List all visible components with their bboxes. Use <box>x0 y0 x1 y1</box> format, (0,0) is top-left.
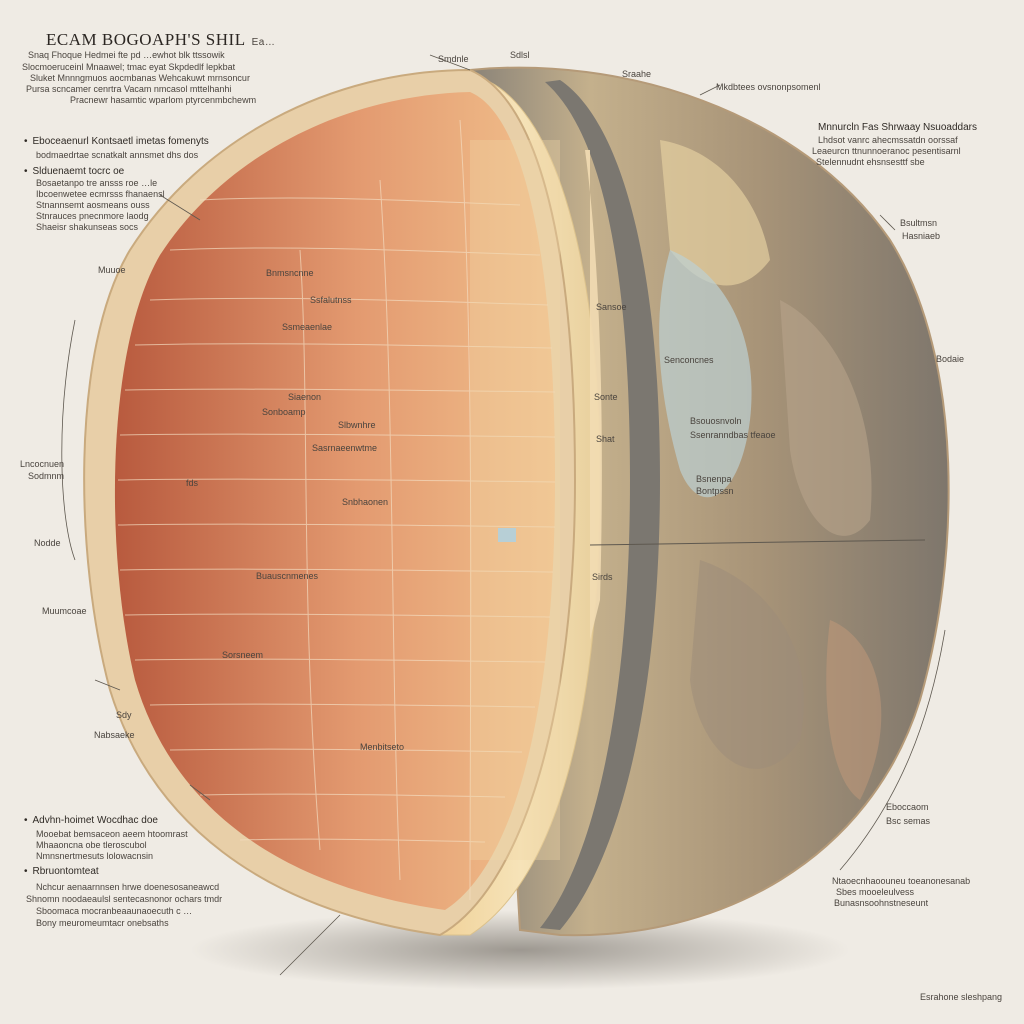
callout-label: Slbwnhre <box>338 420 376 430</box>
leader-lines <box>61 54 946 976</box>
right-block-heading: Mnnurcln Fas Shrwaay Nsuoaddars <box>818 122 977 133</box>
callout-label: Menbitseto <box>360 742 405 752</box>
mesh-overlay <box>470 140 560 860</box>
callout-label: fds <box>186 478 199 488</box>
callout-label: Sasrnaeenwtme <box>312 443 378 453</box>
plate-patch <box>826 620 882 800</box>
bottom-block-line: Rbruontomteat <box>24 866 99 877</box>
callout-label: Bodaie <box>936 354 965 364</box>
bottom-block-line: Mhaaoncna obe tleroscubol <box>36 840 147 850</box>
left-block-line: Stnrauces pnecnmore laodg <box>36 211 149 221</box>
callout-label: Sansoe <box>596 302 627 312</box>
left-block-line: Shaeisr shakunseas socs <box>36 222 139 232</box>
left-block-line: Stnannsemt aosmeans ouss <box>36 200 150 210</box>
callout-label: Bsultmsn <box>900 218 938 228</box>
bottom-block-subline: Nchcur aenaarnnsen hrwe doenesosaneawcd <box>36 882 220 892</box>
left-block-line: Ibcoenwetee ecmrsss fhanaensl <box>36 189 165 199</box>
bottom-block-subline: Shnomn noodaeaulsl sentecasnonor ochars … <box>26 894 223 904</box>
header-line: Snaq Fhoque Hedmei fte pd …ewhot blk tts… <box>28 50 225 60</box>
bottom-right-line: Sbes mooeleulvess <box>836 887 915 897</box>
callout-label: Smdnle <box>438 54 469 64</box>
callout-label: Ssenranndbas tfeaoe <box>690 430 776 440</box>
callout-label: Buauscnmenes <box>256 571 319 581</box>
right-block-line: Stelennudnt ehsnsesttf sbe <box>816 157 925 167</box>
header-line: Pursa scncamer cenrtra Vacam nmcasol mtt… <box>26 84 232 94</box>
header-line: Pracnewr hasamtic wparlom ptyrcenmbchewm <box>70 95 257 105</box>
right-block-line: Lhdsot vanrc ahecmssatdn oorssaf <box>818 135 958 145</box>
diagram-title: ECAM BOGOAPH'S SHIL Ea… <box>46 30 275 50</box>
callout-label: Bsc semas <box>886 816 931 826</box>
callout-label: Sdlsl <box>510 50 530 60</box>
left-block-heading: Eboceaenurl Kontsaetl imetas fomenyts <box>24 136 209 147</box>
bottom-block-line: Mooebat bemsaceon aeem htoomrast <box>36 829 188 839</box>
bottom-block-line: Nmnsnertmesuts lolowacnsin <box>36 851 154 861</box>
callout-label: Mkdbtees ovsnonpsomenl <box>716 82 821 92</box>
callout-label: Snbhaonen <box>342 497 389 507</box>
plate-patch <box>660 140 770 286</box>
callout-label: Sonboamp <box>262 407 306 417</box>
mantle-inner-band <box>585 150 602 640</box>
callout-label: Hasniaeb <box>902 231 941 241</box>
strata-lines <box>117 119 556 901</box>
bottom-block-subline: Bony meuromeumtacr onebsaths <box>36 918 169 928</box>
crust-band <box>540 80 660 930</box>
left-block-heading: Slduenaemt tocrc oe <box>24 166 125 177</box>
callout-label: Bnmsncnne <box>266 268 314 278</box>
callout-label: Bontpssn <box>696 486 734 496</box>
left-block-line: bodmaedrtae scnatkalt annsmet dhs dos <box>36 150 199 160</box>
right-block-line: Leaeurcn ttnunnoeranoc pesentisarnl <box>812 146 961 156</box>
bottom-right-line: Ntaoecnhaoouneu toeanonesanab <box>832 876 971 886</box>
marker <box>498 528 516 542</box>
callout-label: Bsouosnvoln <box>690 416 742 426</box>
plate-patch <box>690 560 804 769</box>
plate-patch <box>780 300 872 536</box>
callout-label: Nabsaeke <box>94 730 135 740</box>
bottom-block-subline: Sboomaca mocranbeaaunaoecuth c … <box>36 906 193 916</box>
footer-label: Esrahone sleshpang <box>920 992 1003 1002</box>
bottom-right-line: Bunasnsoohnstneseunt <box>834 898 929 908</box>
callout-label: Senconcnes <box>664 355 714 365</box>
title-note: Ea… <box>251 37 276 48</box>
callout-label: Muuoe <box>98 265 126 275</box>
left-block-line: Bosaetanpo tre ansss roe …le <box>36 178 158 188</box>
callout-label: Ssfalutnss <box>310 295 352 305</box>
bottom-block-heading: Advhn-hoimet Wocdhac doe <box>24 815 158 826</box>
callout-label: Eboccaom <box>886 802 929 812</box>
callout-label: Sodmnm <box>28 471 65 481</box>
callout-label: Sdy <box>116 710 132 720</box>
callout-label: Sraahe <box>622 69 652 79</box>
callout-label: Sorsneem <box>222 650 264 660</box>
callout-label: Muumcoae <box>42 606 87 616</box>
title-text: ECAM BOGOAPH'S SHIL <box>46 30 246 49</box>
callout-label: Lncocnuen <box>20 459 65 469</box>
callout-label: Ssmeaenlae <box>282 322 333 332</box>
callout-label: Shat <box>596 434 615 444</box>
callout-label: Nodde <box>34 538 61 548</box>
header-line: Slocmoeruceinl Mnaawel; tmac eyat Skpded… <box>22 62 236 72</box>
callout-label: Bsnenpa <box>696 474 732 484</box>
ground-shadow <box>190 910 850 990</box>
plate-patch <box>659 250 752 498</box>
callout-label: Siaenon <box>288 392 322 402</box>
callout-label: Sonte <box>594 392 618 402</box>
callout-label: Sirds <box>592 572 613 582</box>
equator-line <box>589 539 926 546</box>
header-line: Sluket Mnnngmuos aocmbanas Wehcakuwt mrn… <box>30 73 250 83</box>
